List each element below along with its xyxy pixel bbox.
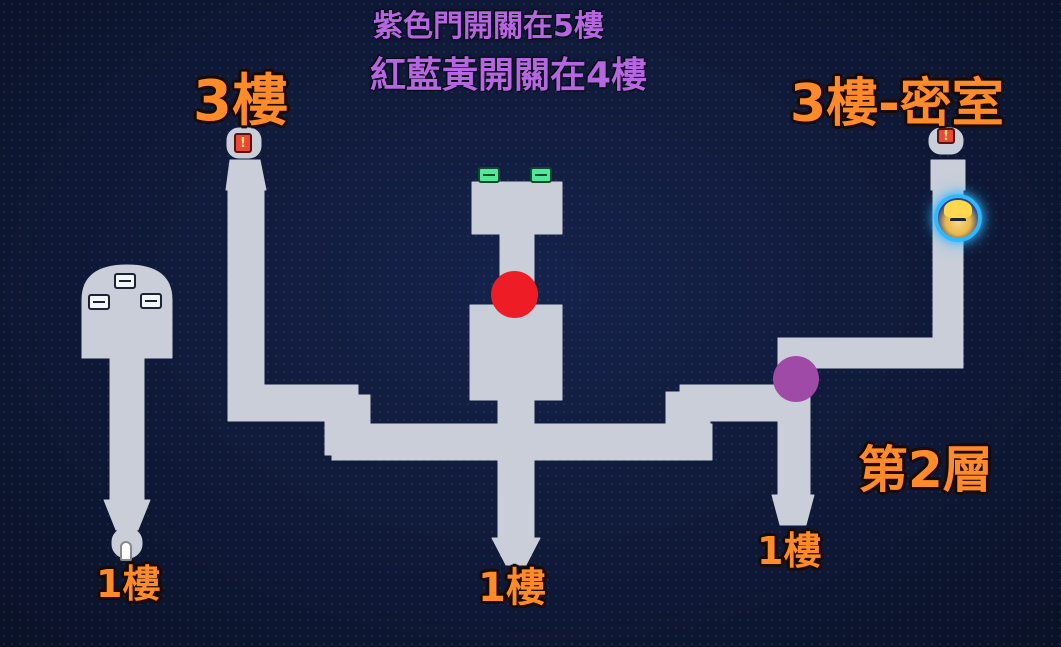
chest-room — [471, 181, 563, 235]
chest-white-icon[interactable] — [114, 273, 136, 289]
center-down-corridor — [497, 399, 535, 541]
door-3f-left-icon[interactable]: ! — [234, 133, 252, 153]
center-funnel — [491, 537, 541, 566]
purple-door-marker — [773, 356, 819, 402]
label-3f-left: 3樓 — [193, 69, 288, 134]
central-room — [469, 304, 563, 401]
label-1f-right: 1樓 — [757, 529, 822, 573]
label-1f-left: 1樓 — [96, 562, 161, 606]
label-3f-secret-room: 3樓-密室 — [790, 74, 1004, 134]
label-1f-center: 1樓 — [478, 565, 546, 611]
door-3f-secret-icon[interactable]: ! — [937, 128, 955, 144]
chest-green-icon[interactable] — [530, 167, 552, 183]
exit-pin-icon[interactable] — [120, 541, 132, 561]
player-avatar — [934, 194, 982, 242]
note-purple-door-switch: 紫色門開關在5樓 — [373, 9, 604, 44]
secret-funnel — [930, 159, 966, 191]
left-corridor — [109, 354, 145, 506]
left-funnel — [103, 499, 151, 531]
note-rby-switch: 紅藍黃開關在4樓 — [370, 55, 648, 96]
east-funnel — [771, 494, 815, 526]
chest-white-icon[interactable] — [88, 294, 110, 310]
label-current-floor: 第2層 — [858, 441, 993, 499]
west-vertical-corridor — [227, 187, 265, 421]
stair-3f-left-funnel — [225, 159, 267, 191]
chest-white-icon[interactable] — [140, 293, 162, 309]
left-dome-room — [81, 264, 173, 359]
red-switch-marker — [491, 271, 538, 318]
chest-green-icon[interactable] — [478, 167, 500, 183]
